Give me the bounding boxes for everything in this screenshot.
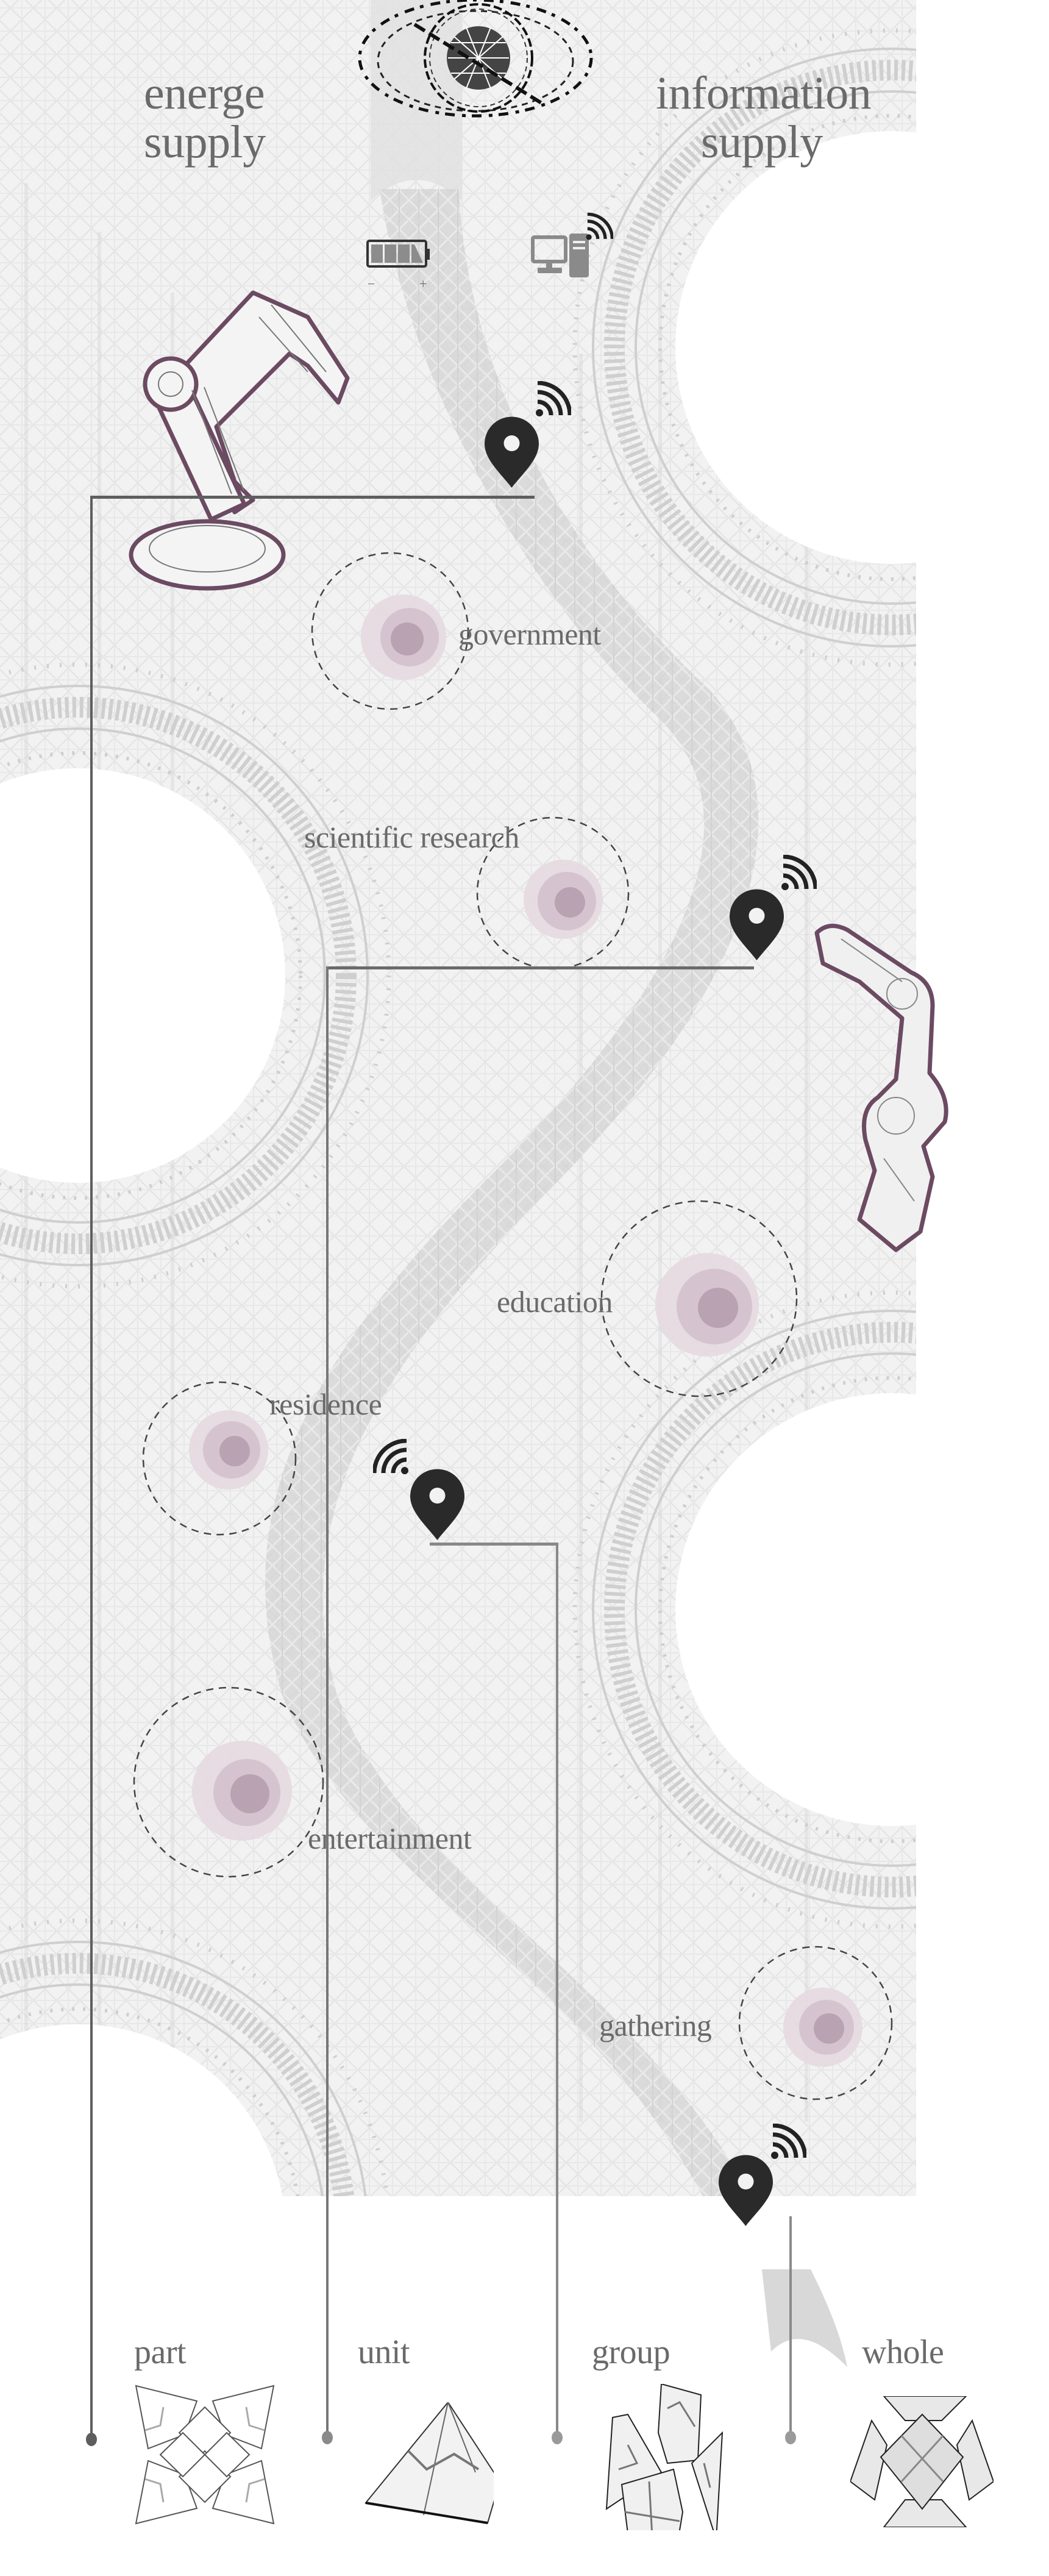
zone-target-entertainment xyxy=(192,1741,292,1841)
group-fragments-icon xyxy=(605,2384,724,2530)
connector-line-2-vertical xyxy=(326,966,329,2438)
location-pin-icon[interactable] xyxy=(483,416,541,489)
connector-line-1-vertical xyxy=(90,496,93,1221)
connector-line-3-vertical xyxy=(556,1543,558,2438)
energy-supply-title-line2: supply xyxy=(144,116,266,168)
information-supply-title-line1: information xyxy=(656,68,872,119)
battery-plus: + xyxy=(419,276,427,291)
zone-target-government xyxy=(361,594,446,680)
location-pin-icon[interactable] xyxy=(717,2154,775,2227)
desktop-computer-icon xyxy=(531,234,589,277)
energy-supply-title-line1: energe xyxy=(144,68,265,119)
zone-label-entertainment: entertainment xyxy=(308,1821,472,1855)
zone-label-education: education xyxy=(497,1285,613,1319)
connector-dot-group xyxy=(552,2431,563,2444)
zone-target-education xyxy=(655,1253,759,1357)
flow-ribbon-tail xyxy=(762,2269,847,2367)
wifi-icon xyxy=(771,2124,806,2159)
connector-line-1-vertical-lower xyxy=(90,1219,93,2439)
connector-line-2-horizontal xyxy=(327,966,754,969)
stage-label-unit: unit xyxy=(358,2333,410,2371)
ring-structure xyxy=(0,28,916,2196)
zone-target-scientific-research xyxy=(524,860,603,939)
wifi-icon xyxy=(536,381,571,416)
part-module-icon xyxy=(135,2385,275,2525)
zone-target-gathering xyxy=(783,1988,862,2067)
zone-label-gathering: gathering xyxy=(599,2008,712,2043)
connector-dot-whole xyxy=(785,2431,796,2444)
battery-minus: − xyxy=(368,276,375,291)
flow-ribbon xyxy=(265,189,759,2196)
wifi-icon xyxy=(586,212,613,240)
unit-pyramid-icon xyxy=(364,2402,494,2524)
wireframe-globe-orbit-icon xyxy=(358,0,593,118)
zone-label-residence: residence xyxy=(269,1389,382,1419)
connector-dot-unit xyxy=(322,2431,333,2444)
location-pin-icon[interactable] xyxy=(728,888,786,962)
battery-icon xyxy=(366,240,430,268)
zone-label-government: government xyxy=(458,617,601,651)
location-pin-icon[interactable] xyxy=(408,1468,466,1541)
connector-line-3-horizontal xyxy=(430,1543,558,1546)
information-supply-title-line2: supply xyxy=(701,116,823,168)
stage-label-whole: whole xyxy=(862,2333,944,2371)
stage-label-group: group xyxy=(592,2333,670,2371)
industrial-robot-arm-icon xyxy=(814,924,948,1252)
connector-line-4-vertical xyxy=(789,2216,792,2438)
whole-assembly-icon xyxy=(850,2396,994,2527)
robotic-arm-icon xyxy=(129,290,350,591)
connector-line-1-horizontal xyxy=(91,496,535,499)
stage-label-part: part xyxy=(134,2333,187,2371)
zone-target-residence xyxy=(189,1410,268,1490)
wifi-icon xyxy=(781,855,817,890)
zone-label-scientific-research: scientific research xyxy=(304,820,519,854)
connector-dot-part xyxy=(86,2433,97,2446)
wifi-icon xyxy=(373,1439,408,1474)
